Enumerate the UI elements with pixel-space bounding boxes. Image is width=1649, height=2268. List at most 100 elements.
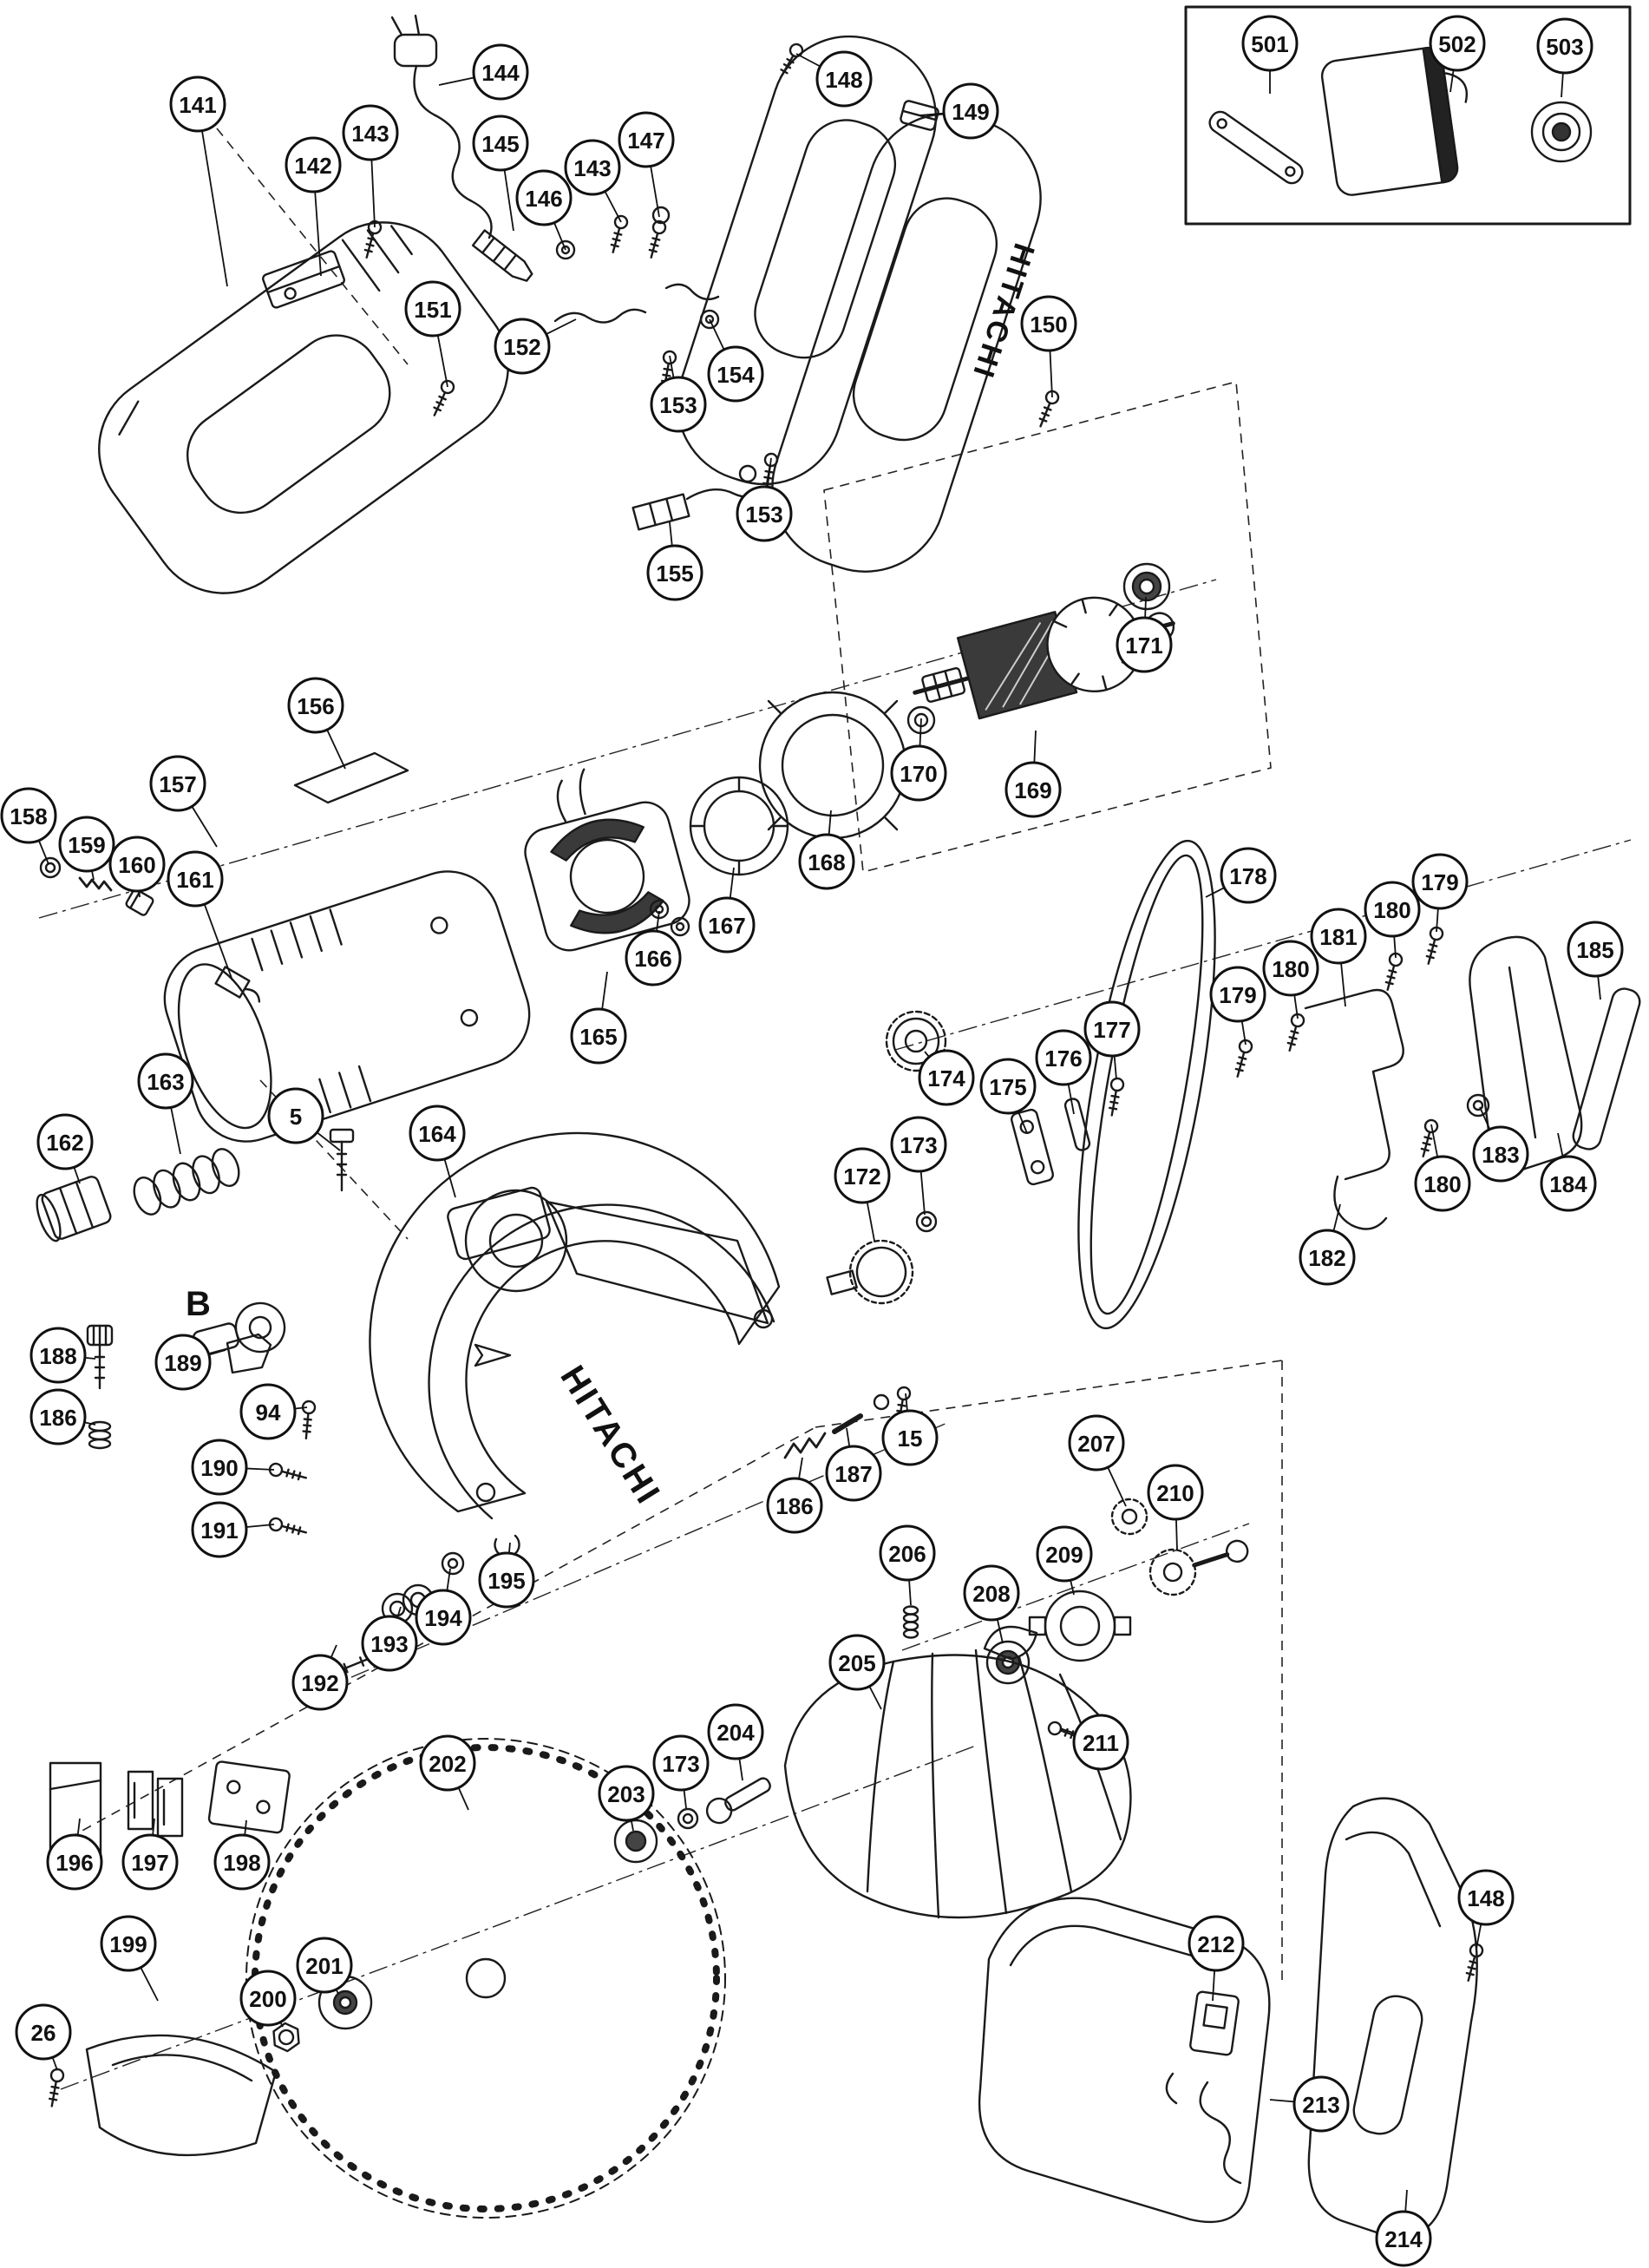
svg-text:503: 503 <box>1546 34 1583 60</box>
svg-text:194: 194 <box>424 1605 462 1631</box>
belt-tensioner <box>1304 988 1404 1230</box>
callout-26: 26 <box>15 2003 72 2071</box>
callout-202: 202 <box>419 1734 476 1811</box>
svg-text:191: 191 <box>200 1517 238 1544</box>
callout-159: 159 <box>58 816 115 881</box>
svg-text:165: 165 <box>579 1024 617 1050</box>
svg-text:198: 198 <box>223 1850 260 1876</box>
svg-text:167: 167 <box>708 913 745 939</box>
svg-text:156: 156 <box>297 693 334 719</box>
callout-196: 196 <box>46 1818 103 1891</box>
callout-176: 176 <box>1035 1029 1092 1115</box>
callout-179: 179 <box>1209 966 1266 1046</box>
svg-text:205: 205 <box>838 1650 875 1676</box>
callout-160: 160 <box>108 836 166 898</box>
callout-150: 150 <box>1020 295 1077 398</box>
svg-text:153: 153 <box>745 501 782 528</box>
svg-text:149: 149 <box>952 99 989 125</box>
cord-protector <box>471 229 533 282</box>
callout-192: 192 <box>291 1644 349 1711</box>
svg-text:172: 172 <box>843 1163 880 1190</box>
svg-text:214: 214 <box>1384 2226 1423 2252</box>
svg-text:168: 168 <box>808 849 845 875</box>
svg-text:189: 189 <box>164 1350 201 1376</box>
callout-188: 188 <box>29 1327 96 1384</box>
svg-text:196: 196 <box>56 1850 93 1876</box>
fence-plate-b <box>127 1770 184 1838</box>
callout-208: 208 <box>963 1564 1020 1644</box>
small-gear <box>1110 1498 1148 1536</box>
svg-text:183: 183 <box>1482 1142 1519 1168</box>
svg-text:151: 151 <box>414 297 451 323</box>
callout-174: 174 <box>918 1049 975 1106</box>
svg-text:199: 199 <box>109 1931 147 1957</box>
callout-193: 193 <box>361 1606 418 1672</box>
callout-161: 161 <box>167 850 233 981</box>
callout-157: 157 <box>149 755 218 848</box>
svg-text:179: 179 <box>1421 869 1458 895</box>
svg-text:153: 153 <box>659 392 697 418</box>
gear-case: HITACHI <box>192 1131 781 1520</box>
svg-text:148: 148 <box>825 67 862 93</box>
svg-text:179: 179 <box>1219 982 1256 1008</box>
stop-washer <box>441 1551 465 1576</box>
svg-text:146: 146 <box>525 186 562 212</box>
callout-158: 158 <box>0 787 57 865</box>
callout-183: 183 <box>1472 1106 1529 1183</box>
svg-text:174: 174 <box>927 1065 965 1091</box>
callout-211: 211 <box>1059 1714 1129 1771</box>
spacer-ring <box>689 776 789 876</box>
callout-163: 163 <box>137 1052 194 1155</box>
return-spring <box>133 1148 240 1216</box>
switch-wires <box>1199 2081 1242 2185</box>
callout-180: 180 <box>1262 940 1319 1019</box>
svg-text:152: 152 <box>503 334 540 360</box>
blade-spindle <box>705 1777 771 1825</box>
callout-502: 502 <box>1429 15 1486 93</box>
callout-166: 166 <box>625 910 682 987</box>
svg-text:186: 186 <box>39 1405 76 1431</box>
callout-199: 199 <box>100 1915 159 2002</box>
svg-text:154: 154 <box>717 362 755 388</box>
svg-text:158: 158 <box>10 803 47 829</box>
svg-text:176: 176 <box>1044 1046 1082 1072</box>
svg-text:177: 177 <box>1093 1017 1130 1043</box>
callout-149: 149 <box>919 82 999 140</box>
svg-text:164: 164 <box>418 1121 456 1147</box>
brand-label-guard: HITACHI <box>553 1359 668 1511</box>
callout-203: 203 <box>598 1765 655 1832</box>
callout-187: 187 <box>825 1427 882 1502</box>
svg-text:203: 203 <box>607 1781 645 1807</box>
callout-173: 173 <box>652 1734 710 1809</box>
callout-172: 172 <box>834 1147 891 1242</box>
svg-text:160: 160 <box>118 852 155 878</box>
stator <box>524 768 690 952</box>
ball-bearing <box>1122 562 1171 611</box>
svg-text:162: 162 <box>46 1130 83 1156</box>
svg-text:208: 208 <box>972 1581 1010 1607</box>
svg-text:186: 186 <box>775 1493 813 1519</box>
callout-148: 148 <box>795 50 873 108</box>
arbor-bolt <box>272 2022 300 2053</box>
svg-text:166: 166 <box>634 946 671 972</box>
svg-text:201: 201 <box>305 1953 343 1979</box>
handle-cover-outer <box>676 35 938 486</box>
callout-175: 175 <box>979 1058 1037 1134</box>
terminal-connector <box>631 493 690 531</box>
svg-text:193: 193 <box>370 1631 408 1657</box>
callout-201: 201 <box>296 1937 353 1995</box>
svg-text:182: 182 <box>1308 1245 1345 1271</box>
callout-173: 173 <box>890 1116 947 1216</box>
cord-clip <box>555 239 576 260</box>
callout-146: 146 <box>515 169 573 251</box>
guard-spring <box>902 1605 919 1639</box>
svg-text:197: 197 <box>131 1850 168 1876</box>
callout-151: 151 <box>404 280 461 388</box>
svg-text:502: 502 <box>1438 31 1476 57</box>
center-axes <box>38 579 1632 2090</box>
idler-bracket <box>1011 1108 1054 1186</box>
svg-text:161: 161 <box>176 867 213 893</box>
lower-cover-inner <box>978 1897 1271 2224</box>
svg-text:195: 195 <box>488 1568 525 1594</box>
